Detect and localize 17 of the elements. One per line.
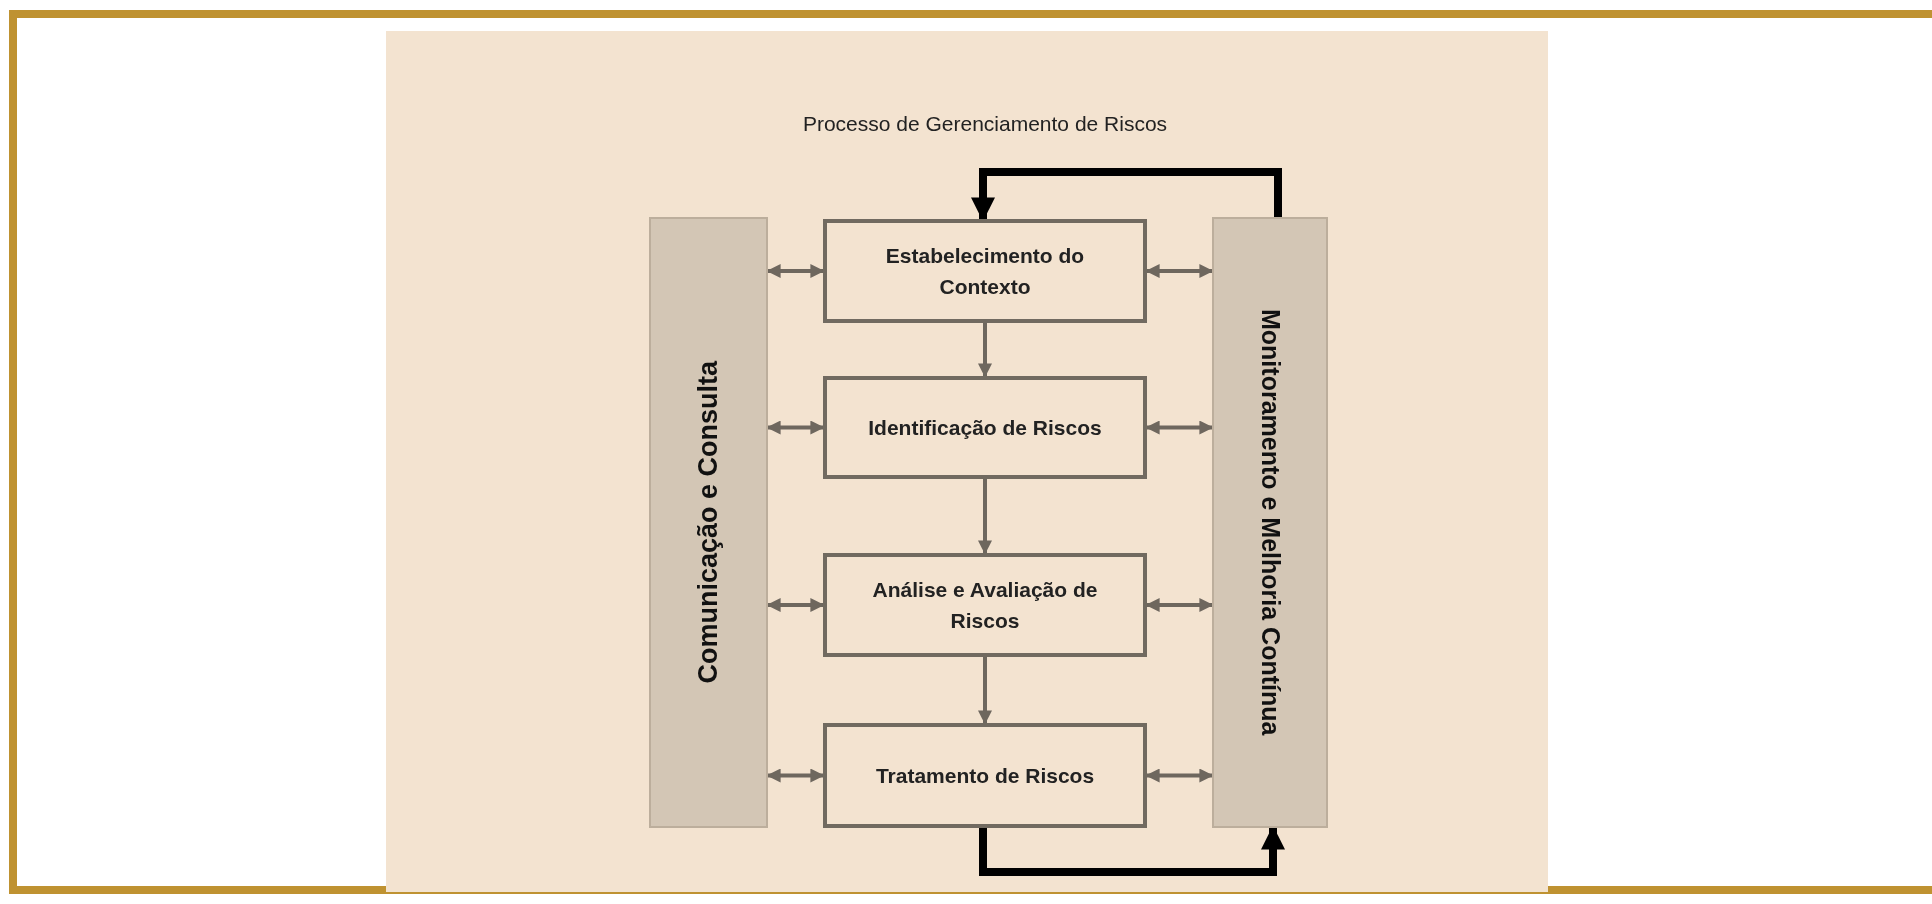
arrow <box>971 168 1282 222</box>
process-box <box>823 723 1147 828</box>
side-bar <box>1212 217 1328 828</box>
process-box <box>823 219 1147 323</box>
process-box <box>823 376 1147 479</box>
node-label: Tratamento de Riscos <box>875 762 1095 789</box>
arrow <box>978 657 992 725</box>
arrow <box>978 323 992 378</box>
node-label: Estabelecimento do Contexto <box>884 242 1086 300</box>
node-label: Identificação de Riscos <box>868 414 1102 441</box>
arrow <box>978 479 992 555</box>
side-bar <box>649 217 768 828</box>
diagram-title: Processo de Gerenciamento de Riscos <box>801 111 1169 137</box>
node-label: Monitoramento e Melhoria Contínua <box>1255 309 1286 736</box>
process-box <box>823 553 1147 657</box>
node-label: Comunicação e Consulta <box>692 361 725 684</box>
node-label: Análise e Avaliação de Riscos <box>871 576 1099 634</box>
